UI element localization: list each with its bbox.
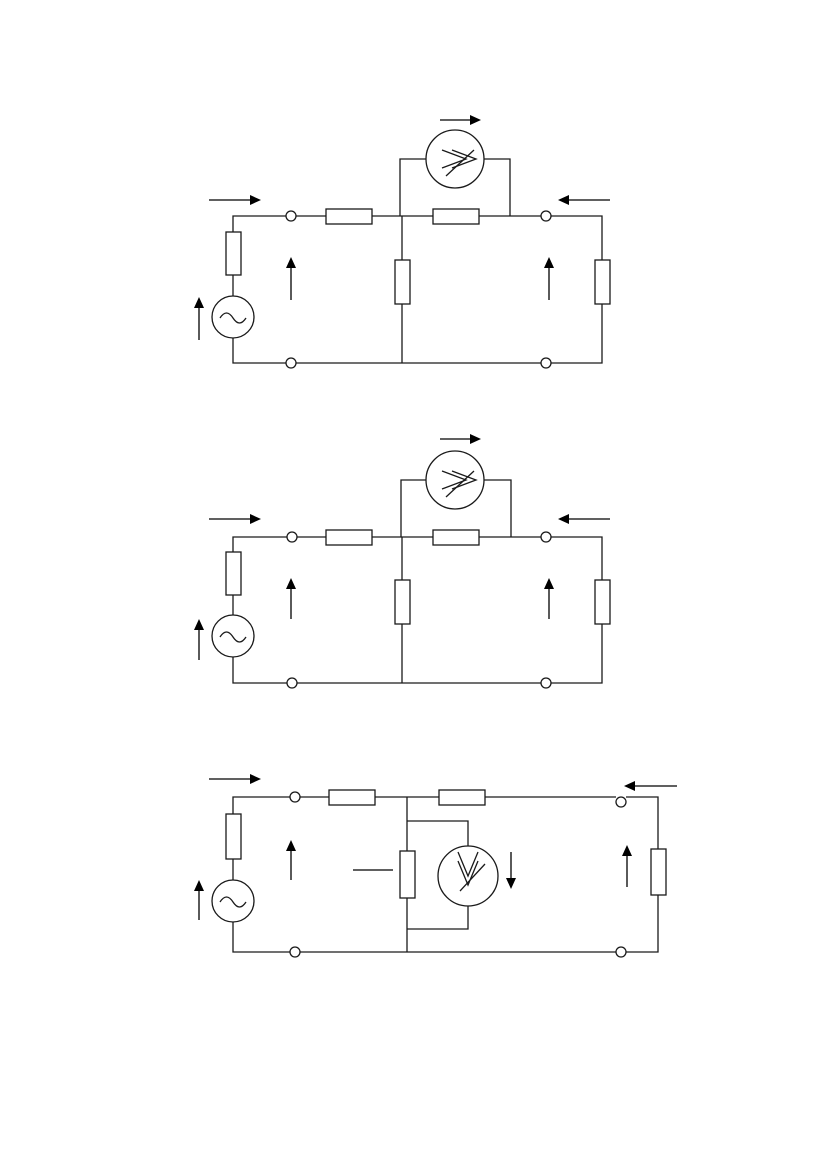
arrow-icon	[558, 195, 610, 205]
series-resistor-left	[325, 529, 373, 546]
open-circle-terminal-icon	[285, 210, 297, 222]
open-circle-terminal-icon	[540, 210, 552, 222]
open-circle-terminal-icon	[285, 357, 297, 369]
open-circle-terminal-icon	[540, 677, 552, 689]
circuit-1	[194, 115, 611, 369]
shunt-resistor	[394, 579, 411, 625]
double-chevron-circle-icon	[425, 450, 485, 510]
arrow-icon	[544, 257, 554, 300]
series-resistor-left	[325, 208, 373, 225]
open-circle-terminal-icon	[540, 531, 552, 543]
open-circle-terminal-icon	[615, 796, 627, 808]
arrow-icon	[286, 840, 296, 880]
arrow-icon	[209, 514, 261, 524]
open-circle-terminal-icon	[286, 677, 298, 689]
arrow-icon	[209, 195, 261, 205]
open-circle-terminal-icon	[615, 946, 627, 958]
circuit-2	[194, 434, 611, 689]
circuit-3	[194, 774, 677, 958]
arrow-icon	[194, 297, 204, 340]
sine-wave-circle-icon	[211, 879, 255, 923]
open-circle-terminal-icon	[540, 357, 552, 369]
sine-wave-circle-icon	[211, 614, 255, 658]
arrow-icon	[286, 578, 296, 619]
shunt-resistor	[399, 850, 416, 899]
arrow-icon	[622, 845, 632, 887]
sine-wave-circle-icon	[211, 295, 255, 339]
arrow-icon	[194, 619, 204, 660]
arrow-icon	[440, 115, 481, 125]
load-resistor	[594, 259, 611, 305]
load-resistor	[594, 579, 611, 625]
wires	[232, 479, 603, 684]
arrow-icon	[558, 514, 610, 524]
open-circle-terminal-icon	[286, 531, 298, 543]
open-circle-terminal-icon	[289, 791, 301, 803]
double-chevron-circle-icon	[425, 129, 485, 189]
series-resistor-right	[432, 529, 480, 546]
load-resistor	[650, 848, 667, 896]
source-resistor	[225, 231, 242, 276]
open-circle-terminal-icon	[289, 946, 301, 958]
arrow-icon	[440, 434, 481, 444]
wires	[232, 796, 659, 953]
wires	[232, 158, 603, 364]
arrow-icon	[544, 578, 554, 619]
series-resistor-right	[432, 208, 480, 225]
arrow-icon	[194, 880, 204, 920]
shunt-resistor	[394, 259, 411, 305]
arrow-icon	[286, 257, 296, 300]
double-chevron-circle-icon	[437, 845, 499, 907]
series-resistor-right	[438, 789, 486, 806]
source-resistor	[225, 813, 242, 860]
arrow-icon	[209, 774, 261, 784]
source-resistor	[225, 551, 242, 596]
arrow-icon	[624, 781, 677, 791]
series-resistor-left	[328, 789, 376, 806]
arrow-icon	[506, 852, 516, 889]
